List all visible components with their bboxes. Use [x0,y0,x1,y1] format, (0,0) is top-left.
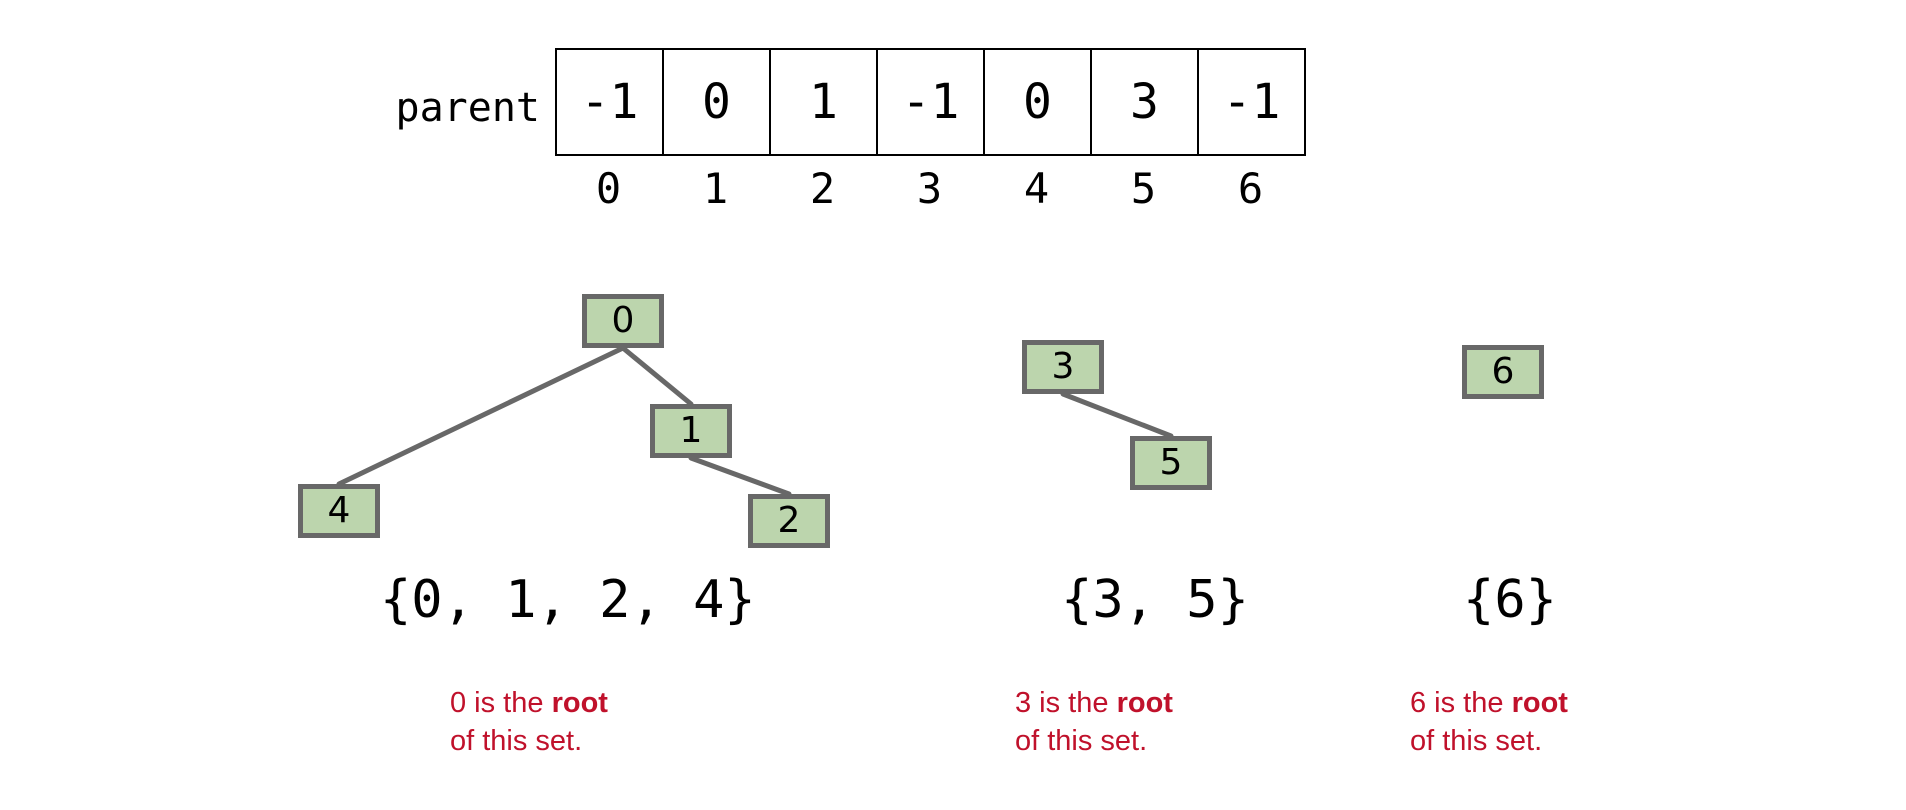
array-index-label: 4 [1023,163,1050,213]
set-label: {0, 1, 2, 4} [380,570,756,630]
array-index-label: 0 [595,163,622,213]
tree-node-4: 4 [298,484,380,538]
array-cell: 0 [985,50,1092,154]
tree-node-2: 2 [748,494,830,548]
array-cell: 3 [1092,50,1199,154]
caption-text-prefix: 6 is the [1410,687,1512,719]
array-cell: -1 [878,50,985,154]
tree-node-0: 0 [582,294,664,348]
tree-node-3: 3 [1022,340,1104,394]
tree-node-6: 6 [1462,345,1544,399]
caption-text-line2: of this set. [1015,725,1148,757]
tree-edge-0-4 [336,345,626,487]
root-caption: 6 is the root of this set. [1410,684,1568,760]
tree-node-1: 1 [650,404,732,458]
array-index-label: 1 [702,163,729,213]
array-cell: 1 [771,50,878,154]
set-label: {6} [1463,570,1557,630]
caption-text-prefix: 0 is the [450,687,552,719]
tree-edge-3-5 [1060,391,1174,439]
tree-edge-0-1 [620,345,694,407]
tree-node-5: 5 [1130,436,1212,490]
array-cell: -1 [1199,50,1306,154]
tree-edge-1-2 [688,455,792,497]
caption-text-prefix: 3 is the [1015,687,1117,719]
set-label: {3, 5} [1061,570,1249,630]
array-cell: 0 [664,50,771,154]
array-cell: -1 [557,50,664,154]
caption-root-emphasis: root [1116,687,1173,719]
array-index-label: 5 [1130,163,1157,213]
caption-text-line2: of this set. [1410,725,1543,757]
parent-array-label: parent [395,85,541,131]
caption-root-emphasis: root [551,687,608,719]
root-caption: 3 is the root of this set. [1015,684,1173,760]
array-index-label: 2 [809,163,836,213]
array-index-label: 6 [1237,163,1264,213]
caption-text-line2: of this set. [450,725,583,757]
array-index-label: 3 [916,163,943,213]
parent-array-index-row: 0 1 2 3 4 5 6 [555,160,1304,216]
root-caption: 0 is the root of this set. [450,684,608,760]
caption-root-emphasis: root [1511,687,1568,719]
